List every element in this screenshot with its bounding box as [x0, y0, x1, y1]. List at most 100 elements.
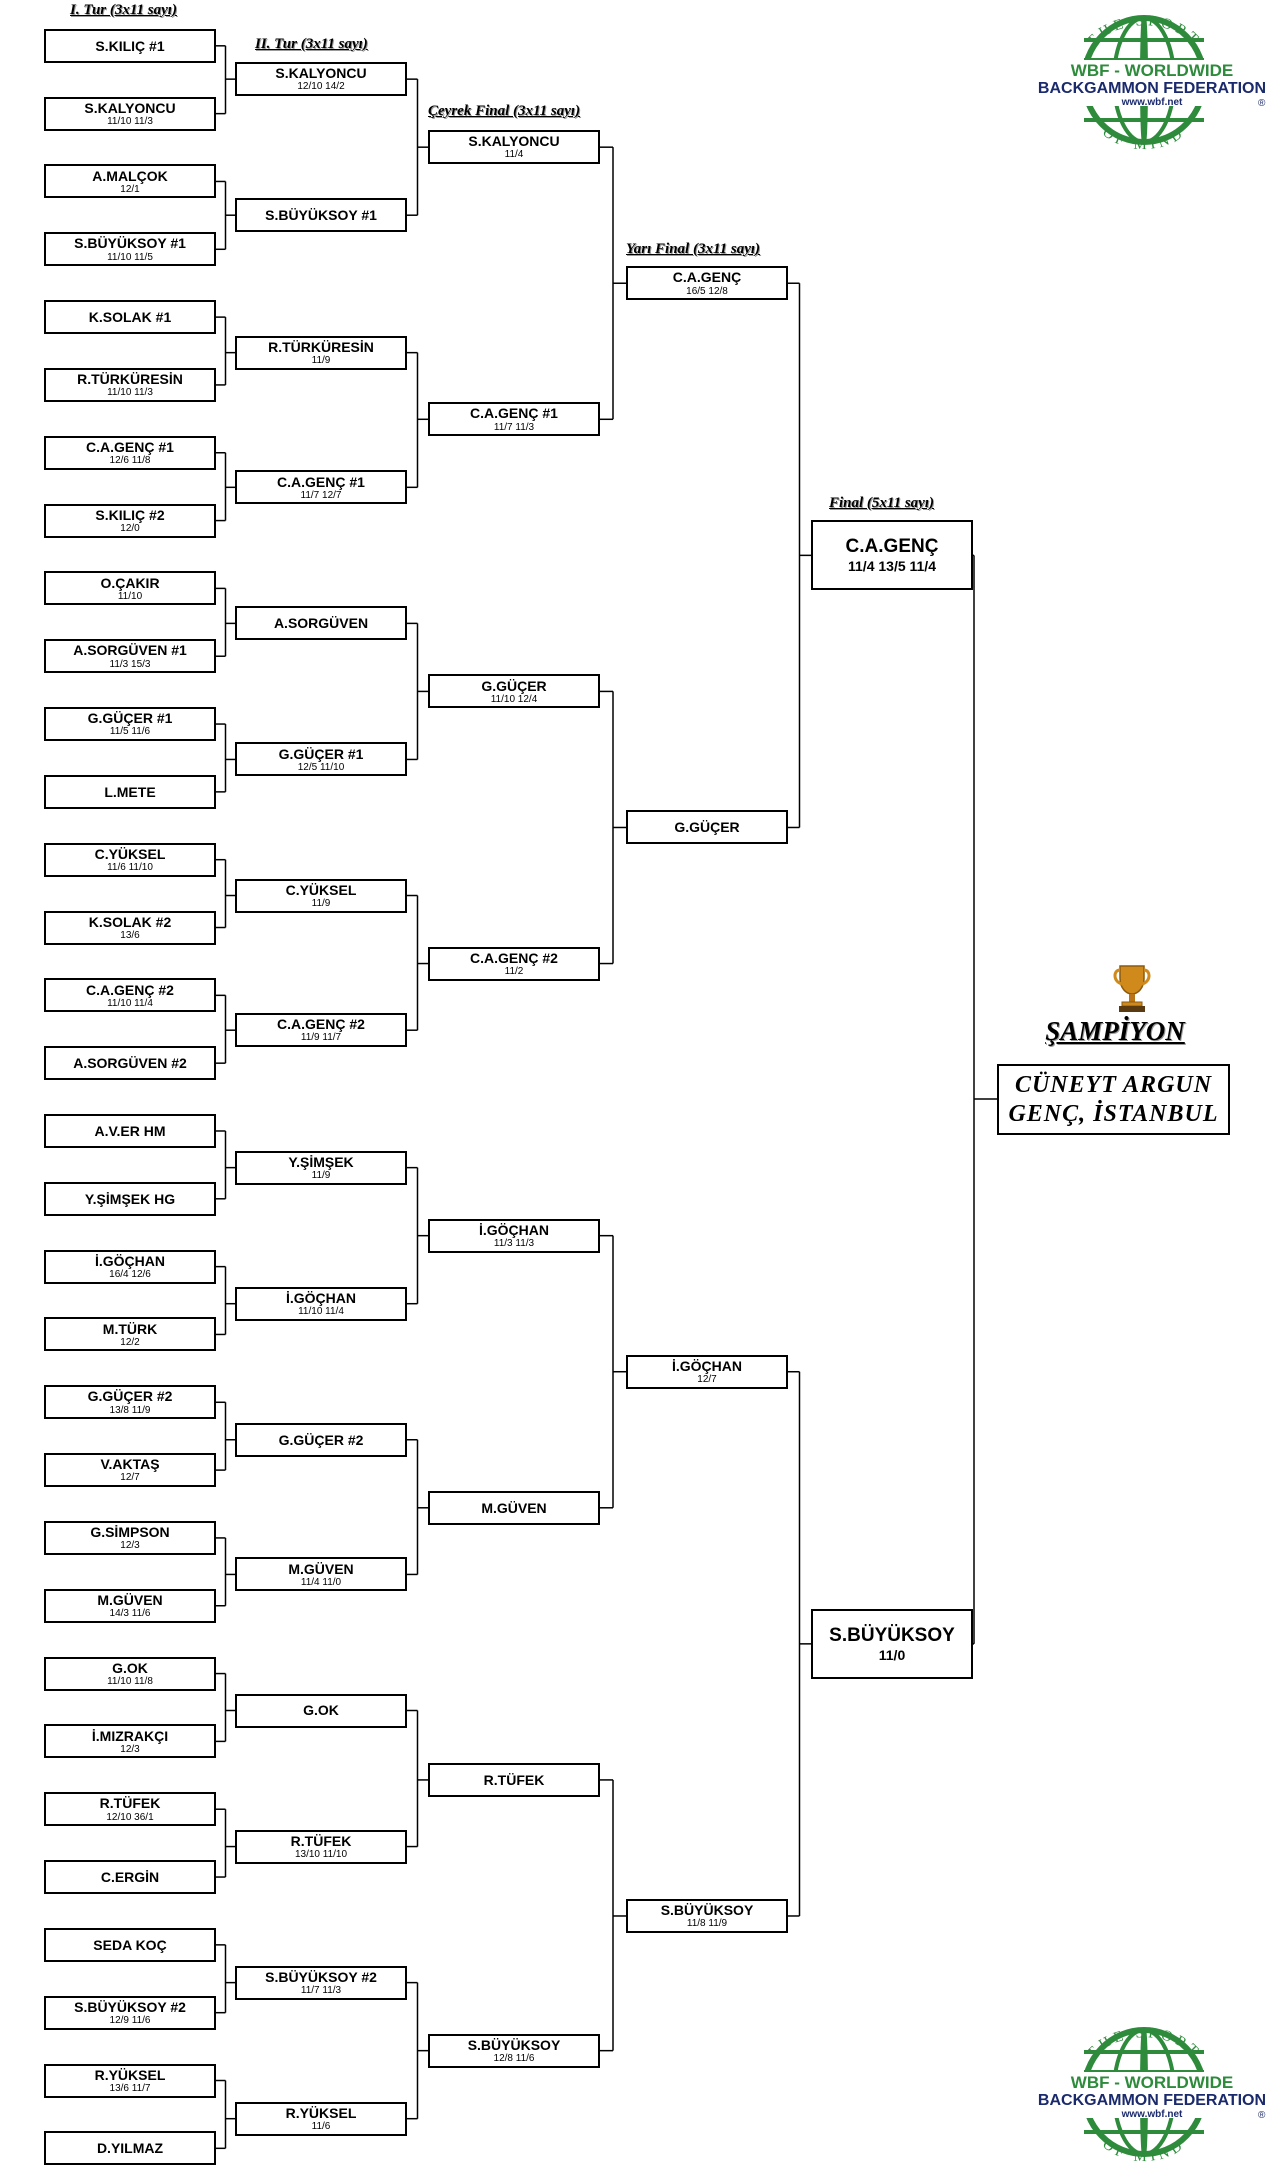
player-name: G.GÜÇER — [481, 677, 547, 694]
match-score: 12/3 — [120, 1743, 140, 1755]
match-score: 12/5 11/10 — [297, 761, 345, 773]
match-score: 12/6 11/8 — [109, 455, 151, 467]
match-score: 11/10 11/8 — [107, 1675, 153, 1687]
match-score: 14/3 11/6 — [109, 1608, 151, 1620]
player-name: A.SORGÜVEN #1 — [73, 642, 187, 659]
player-name: C.YÜKSEL — [94, 845, 166, 862]
champion-title: ŞAMPİYON — [1045, 1016, 1185, 1046]
player-name: D.YILMAZ — [96, 2140, 164, 2157]
player-name: S.BÜYÜKSOY — [660, 1902, 754, 1919]
player-name: O.ÇAKIR — [100, 574, 160, 591]
player-name: G.OK — [112, 1659, 148, 1676]
match-box-r2-13: G.OK — [235, 1693, 407, 1728]
player-name: C.A.GENÇ #1 — [277, 473, 365, 490]
match-score: 13/6 — [120, 929, 140, 941]
match-score: 11/10 11/3 — [107, 387, 153, 399]
round-label-4: Yarı Final (3x11 sayı) — [626, 241, 761, 257]
player-name: C.A.GENÇ — [672, 269, 742, 286]
logo-line1: WBF - WORLDWIDE — [1071, 61, 1233, 80]
match-score: 11/9 11/7 — [300, 1032, 342, 1044]
player-name: C.A.GENÇ #2 — [86, 981, 174, 998]
match-score: 12/9 11/6 — [109, 2014, 151, 2026]
player-name: M.GÜVEN — [97, 1591, 163, 1608]
player-name: Y.ŞİMŞEK HG — [84, 1190, 176, 1207]
player-name: A.SORGÜVEN #2 — [73, 1055, 187, 1072]
player-name: S.BÜYÜKSOY — [829, 1624, 955, 1646]
player-name: G.GÜÇER #1 — [278, 745, 364, 762]
player-name: R.YÜKSEL — [285, 2104, 357, 2121]
match-score: 11/0 — [878, 1646, 906, 1663]
player-name: R.TÜFEK — [483, 1771, 545, 1788]
player-name: S.KILIÇ #2 — [95, 506, 165, 523]
match-score: 11/8 11/9 — [686, 1918, 728, 1930]
player-name: R.TÜFEK — [290, 1832, 352, 1849]
match-score: 12/1 — [120, 183, 140, 195]
player-name: A.V.ER HM — [94, 1122, 166, 1139]
player-name: R.YÜKSEL — [94, 2066, 166, 2083]
match-score: 11/7 12/7 — [300, 489, 342, 501]
player-name: K.SOLAK #2 — [88, 913, 172, 930]
player-name: M.GÜVEN — [288, 1560, 354, 1577]
player-name: G.GÜÇER #2 — [87, 1388, 173, 1405]
match-score: 11/9 — [311, 897, 331, 909]
champion-box: CÜNEYT ARGUN GENÇ, İSTANBUL — [997, 1064, 1230, 1135]
match-box-r2-11: G.GÜÇER #2 — [235, 1422, 407, 1457]
logo-registered-mark: ® — [1258, 2110, 1266, 2121]
round-label-2: II. Tur (3x11 sayı) — [255, 36, 368, 52]
match-score: 11/10 11/3 — [107, 115, 153, 127]
player-name: C.A.GENÇ #1 — [86, 438, 174, 455]
match-score: 12/2 — [120, 1336, 140, 1348]
player-name: SEDA KOÇ — [93, 1936, 167, 1953]
match-score: 11/5 11/6 — [109, 726, 151, 738]
player-name: İ.GÖÇHAN — [95, 1252, 165, 1269]
player-name: S.KALYONCU — [468, 133, 560, 150]
player-name: S.BÜYÜKSOY #2 — [74, 1998, 186, 2015]
player-name: A.MALÇOK — [92, 167, 168, 184]
match-box-r1-29: SEDA KOÇ — [44, 1927, 216, 1962]
logo-line2: BACKGAMMON FEDERATION — [1038, 80, 1266, 97]
player-name: C.A.GENÇ #1 — [470, 405, 558, 422]
player-name: S.KALYONCU — [275, 65, 367, 82]
match-score: 11/3 11/3 — [493, 1237, 535, 1249]
round-label-1: I. Tur (3x11 sayı) — [70, 2, 177, 18]
player-name: C.A.GENÇ #2 — [470, 949, 558, 966]
match-score: 11/6 11/10 — [107, 861, 153, 873]
player-name: G.GÜÇER #1 — [87, 710, 173, 727]
player-name: S.BÜYÜKSOY #1 — [74, 235, 186, 252]
logo-line2: BACKGAMMON FEDERATION — [1038, 2092, 1266, 2109]
match-score: 13/10 11/10 — [294, 1848, 348, 1860]
player-name: C.ERGİN — [100, 1868, 160, 1885]
match-score: 12/7 — [697, 1374, 717, 1386]
player-name: A.SORGÜVEN — [273, 615, 369, 632]
match-score: 11/10 12/4 — [490, 693, 538, 705]
match-box-r1-32: D.YILMAZ — [44, 2131, 216, 2166]
